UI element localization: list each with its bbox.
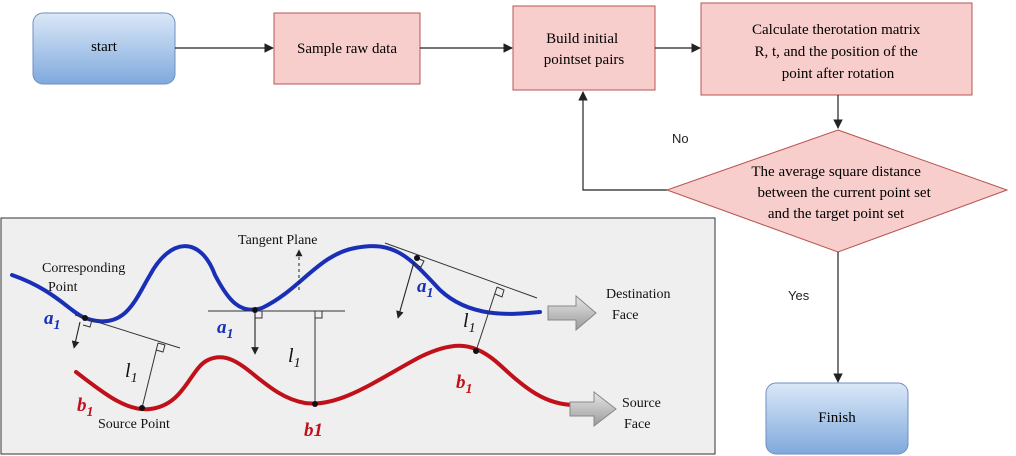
source-curve	[74, 343, 577, 412]
destination-face-line1: Destination	[606, 287, 671, 302]
destination-face-arrow	[547, 294, 597, 332]
finish-label: Finish	[818, 410, 856, 426]
distance-line-1	[141, 342, 159, 409]
build-label-line1: Build initial	[546, 31, 618, 47]
source-face-line1: Source	[622, 396, 661, 411]
a1-label-right: a1	[417, 276, 434, 301]
a1-label-middle: a1	[217, 317, 234, 342]
l1-label-middle: l1	[288, 345, 301, 371]
sample-node: Sample raw data	[273, 12, 421, 85]
source-face-arrow	[569, 390, 617, 428]
decision-node: The average square distance between the …	[665, 129, 1009, 253]
calc-label-line1: Calculate therotation matrix	[752, 22, 921, 38]
tangent-plane-label: Tangent Plane	[238, 233, 318, 248]
destination-face-line2: Face	[612, 308, 638, 323]
source-point-1	[139, 405, 145, 411]
tangent-line-3	[384, 242, 538, 299]
right-angle-2	[315, 310, 323, 319]
svg-text:The average square distance: The average square distance between the …	[751, 164, 934, 222]
calc-label-line3: point after rotation	[782, 66, 895, 82]
arrow-no-loop	[578, 91, 667, 191]
decision-line3: and the target point set	[768, 206, 905, 222]
source-point-label: Source Point	[98, 417, 170, 432]
calc-label-line2: R, t, and the position of the	[754, 44, 918, 60]
right-angle-5	[255, 310, 263, 319]
yes-label: Yes	[788, 288, 810, 303]
a1-label-left: a1	[44, 308, 61, 333]
normal-arrow-1	[71, 321, 81, 349]
illustration-panel: Tangent Plane Corresponding Point Destin…	[0, 217, 716, 455]
start-node: start	[32, 12, 176, 85]
b1-label-middle: b1	[304, 420, 323, 441]
destination-curve	[10, 244, 542, 324]
svg-text:Corresponding Point: Corresponding Point	[42, 261, 129, 295]
svg-text:Destination Face: Destination Face	[606, 287, 674, 323]
decision-line2: between the current point set	[757, 185, 931, 201]
right-angle-6	[413, 257, 425, 268]
corresponding-point-2	[252, 307, 258, 313]
l1-label-left: l1	[125, 360, 138, 386]
start-label: start	[91, 39, 118, 55]
b1-label-right: b1	[456, 372, 473, 397]
sample-label: Sample raw data	[297, 41, 397, 57]
decision-line1: The average square distance	[751, 164, 921, 180]
right-angle-4	[82, 317, 93, 328]
svg-text:Source Face: Source Face	[622, 396, 664, 432]
source-face-line2: Face	[624, 417, 650, 432]
corresponding-point-1	[82, 315, 88, 321]
svg-text:Build initial pointset p: Build initial pointset pairs	[544, 31, 625, 68]
no-label: No	[672, 131, 689, 146]
distance-line-3	[475, 286, 498, 352]
normal-arrow-3	[396, 261, 415, 319]
source-point-3	[473, 348, 479, 354]
source-point-2	[312, 401, 318, 407]
svg-text:Calculate therotation matrix: Calculate therotation matrix R, t, and t…	[752, 22, 924, 82]
right-angle-1	[155, 342, 166, 353]
b1-label-left: b1	[77, 395, 94, 420]
l1-label-right: l1	[463, 310, 476, 336]
corresponding-label-line1: Corresponding	[42, 261, 125, 276]
build-node: Build initial pointset pairs	[512, 5, 656, 91]
right-angle-3	[494, 286, 505, 298]
tangent-line-1	[74, 314, 181, 349]
calc-node: Calculate therotation matrix R, t, and t…	[700, 2, 973, 96]
corresponding-label-line2: Point	[48, 280, 78, 295]
build-label-line2: pointset pairs	[544, 52, 625, 68]
finish-node: Finish	[765, 382, 909, 455]
corresponding-point-3	[414, 255, 420, 261]
